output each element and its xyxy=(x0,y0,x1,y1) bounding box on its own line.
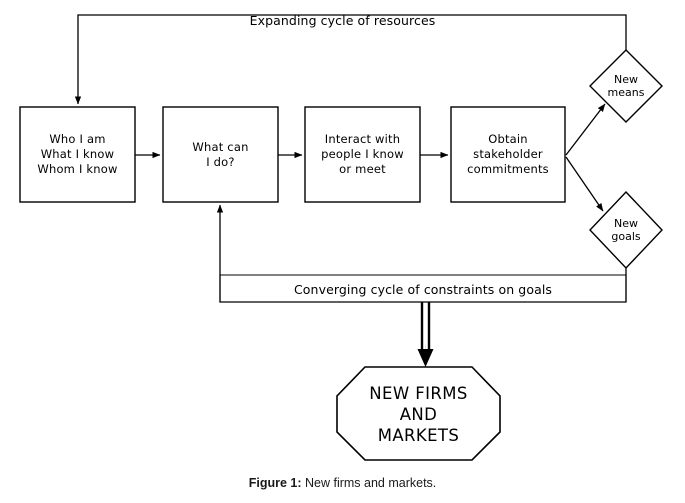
decision-diamond-new-goals xyxy=(589,190,663,270)
edge-box4-to-new-means xyxy=(565,103,606,156)
decision-diamond-new-means xyxy=(589,49,663,123)
figure-caption-label: Figure 1: xyxy=(248,476,302,490)
process-box-what-can-i-do xyxy=(162,106,279,203)
process-box-who-i-am xyxy=(19,106,136,203)
edge-expanding-cycle-loop xyxy=(74,14,627,105)
process-box-commitments xyxy=(450,106,566,203)
edge-box4-to-new-goals xyxy=(565,156,604,212)
terminal-octagon-new-firms-and-markets xyxy=(336,366,501,461)
figure-caption-text: New firms and markets. xyxy=(301,476,437,490)
edge-label-converging-cycle: Converging cycle of constraints on goals xyxy=(293,282,553,297)
process-box-interact xyxy=(304,106,421,203)
edge-label-expanding-cycle: Expanding cycle of resources xyxy=(249,13,436,28)
figure-caption: Figure 1: New firms and markets. xyxy=(0,476,685,490)
